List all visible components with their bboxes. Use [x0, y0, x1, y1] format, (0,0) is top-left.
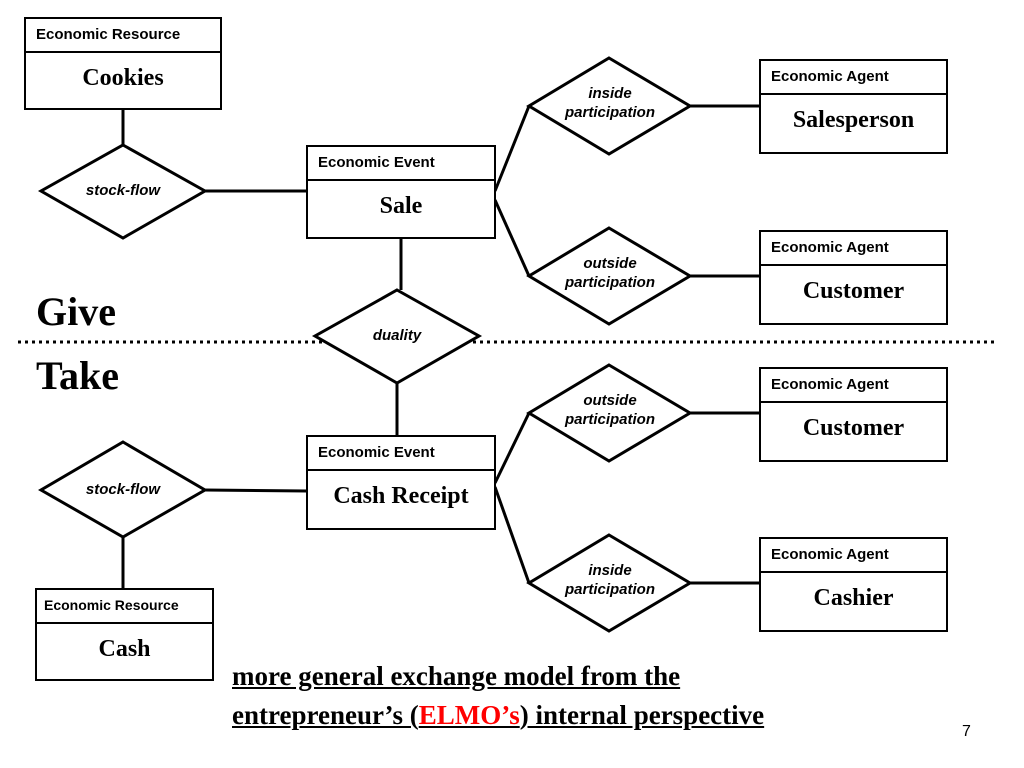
- event-header: Economic Event: [308, 437, 494, 471]
- outside-text: outside: [583, 255, 637, 272]
- resource-header: Economic Resource: [26, 19, 220, 53]
- participation-text: participation: [564, 411, 655, 428]
- inside-text: inside: [588, 562, 632, 579]
- connector-stockflow-cashreceipt: [204, 488, 308, 493]
- agent-header: Economic Agent: [761, 369, 946, 403]
- agent-header: Economic Agent: [761, 539, 946, 573]
- caption-text-after: ) internal perspective: [519, 700, 765, 730]
- agent-box-customer-give: Economic Agent Customer: [759, 230, 948, 325]
- stock-flow-diamond-take: [38, 440, 208, 539]
- agent-header: Economic Agent: [761, 61, 946, 95]
- connector-sale-outside: [493, 199, 531, 277]
- participation-text: participation: [564, 274, 655, 291]
- duality-label: duality: [372, 327, 422, 344]
- caption: more general exchange model from the ent…: [232, 657, 764, 735]
- inside-text: inside: [588, 85, 632, 102]
- caption-text-before: entrepreneur’s (: [232, 700, 419, 730]
- event-header: Economic Event: [308, 147, 494, 181]
- connector-sale-inside: [493, 105, 531, 192]
- resource-box-cash: Economic Resource Cash: [35, 588, 214, 681]
- inside-participation-label-give: inside participation: [529, 84, 691, 122]
- event-name: Cash Receipt: [333, 483, 469, 509]
- caption-line-2: entrepreneur’s (ELMO’s) internal perspec…: [232, 696, 764, 735]
- stock-flow-label-take: stock-flow: [85, 481, 161, 498]
- outside-participation-diamond-take: [526, 363, 693, 463]
- outside-participation-label-give: outside participation: [529, 254, 691, 292]
- take-label: Take: [36, 353, 120, 398]
- agent-box-customer-take: Economic Agent Customer: [759, 367, 948, 462]
- stock-flow-diamond-give: [37, 143, 209, 240]
- give-label: Give: [36, 289, 116, 334]
- resource-name: Cash: [98, 636, 151, 662]
- caption-line-1: more general exchange model from the: [232, 661, 681, 691]
- resource-header: Economic Resource: [37, 590, 212, 624]
- inside-participation-label-take: inside participation: [529, 561, 691, 599]
- event-box-cash-receipt: Economic Event Cash Receipt: [306, 435, 496, 530]
- outside-text: outside: [583, 392, 637, 409]
- event-name: Sale: [379, 193, 423, 219]
- resource-box-cookies: Economic Resource Cookies: [24, 17, 222, 110]
- stock-flow-label-give: stock-flow: [85, 182, 161, 199]
- event-box-sale: Economic Event Sale: [306, 145, 496, 239]
- agent-name: Customer: [802, 278, 905, 304]
- agent-box-cashier: Economic Agent Cashier: [759, 537, 948, 632]
- duality-diamond: [311, 288, 483, 385]
- agent-name: Salesperson: [792, 107, 915, 133]
- caption-highlight-elmo: ELMO’s: [418, 700, 520, 730]
- agent-name: Customer: [802, 415, 905, 441]
- participation-text: participation: [564, 581, 655, 598]
- agent-header: Economic Agent: [761, 232, 946, 266]
- resource-name: Cookies: [82, 65, 164, 91]
- agent-name: Cashier: [813, 585, 894, 611]
- outside-participation-label-take: outside participation: [529, 391, 691, 429]
- connector-cashreceipt-inside: [493, 486, 531, 584]
- page-number: 7: [962, 723, 971, 740]
- participation-text: participation: [564, 104, 655, 121]
- outside-participation-diamond-give: [526, 226, 693, 326]
- inside-participation-diamond-give: [526, 56, 693, 156]
- inside-participation-diamond-take: [526, 533, 693, 633]
- agent-box-salesperson: Economic Agent Salesperson: [759, 59, 948, 154]
- connector-cashreceipt-outside: [493, 412, 531, 484]
